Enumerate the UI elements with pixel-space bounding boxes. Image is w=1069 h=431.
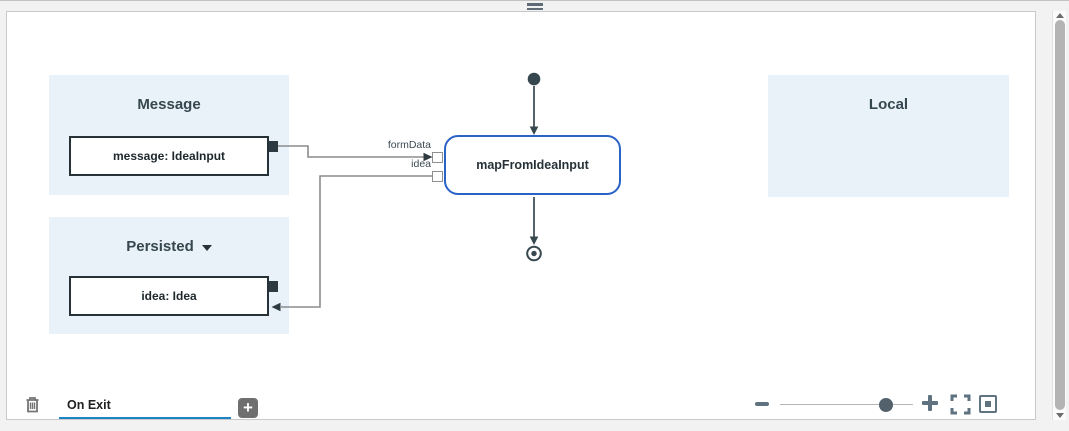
port-idea[interactable]: [432, 171, 443, 182]
zoom-slider-handle[interactable]: [879, 397, 893, 412]
scrollbar-thumb[interactable]: [1055, 20, 1065, 410]
connector-message-out[interactable]: [269, 141, 278, 152]
port-idea-label: idea: [411, 158, 431, 170]
caret-down-icon[interactable]: [201, 245, 212, 251]
tab-on-exit[interactable]: On Exit: [59, 398, 231, 419]
panel-persisted-title: Persisted: [49, 217, 289, 255]
zoom-slider-track[interactable]: [780, 403, 913, 405]
panel-local-title: Local: [768, 75, 1009, 113]
panel-local: Local: [768, 75, 1009, 197]
resize-handle-icon[interactable]: [527, 3, 543, 10]
zoom-out-button[interactable]: [755, 401, 769, 406]
scroll-down-icon[interactable]: [1056, 413, 1064, 418]
handle-bar: [527, 7, 543, 10]
variable-message-ideainput[interactable]: message: IdeaInput: [69, 136, 269, 176]
add-tab-button[interactable]: +: [238, 398, 258, 418]
fullscreen-button[interactable]: [950, 394, 971, 415]
top-resize-strip: [0, 0, 1069, 11]
handle-bar: [527, 3, 543, 6]
variable-message-label: message: IdeaInput: [112, 149, 226, 163]
plus-icon: [928, 395, 932, 411]
panel-persisted-title-label: Persisted: [126, 238, 194, 255]
panel-message-title: Message: [49, 75, 289, 113]
connector-idea-out[interactable]: [269, 281, 278, 292]
fit-view-icon: [984, 400, 991, 407]
map-node-mapfromideainput[interactable]: mapFromIdeaInput: [444, 135, 621, 195]
delete-button[interactable]: [23, 395, 42, 414]
port-formdata[interactable]: [432, 152, 443, 163]
zoom-in-button[interactable]: [922, 395, 938, 411]
variable-idea[interactable]: idea: Idea: [69, 276, 269, 316]
fullscreen-icon: [950, 394, 971, 415]
fit-view-button[interactable]: [979, 395, 997, 413]
map-node-label: mapFromIdeaInput: [476, 158, 589, 172]
port-formdata-label: formData: [387, 139, 431, 151]
vertical-scrollbar[interactable]: [1052, 11, 1066, 420]
scroll-up-icon[interactable]: [1056, 13, 1064, 18]
plus-icon: +: [243, 398, 253, 417]
trash-icon: [26, 397, 39, 413]
panel-local-title-label: Local: [868, 96, 909, 113]
panel-message: Message: [49, 75, 289, 195]
tab-on-exit-label: On Exit: [67, 398, 111, 412]
diagram-canvas[interactable]: [6, 11, 1036, 420]
panel-message-title-label: Message: [137, 96, 201, 113]
variable-idea-label: idea: Idea: [141, 289, 197, 303]
tab-active-underline: [59, 416, 231, 419]
